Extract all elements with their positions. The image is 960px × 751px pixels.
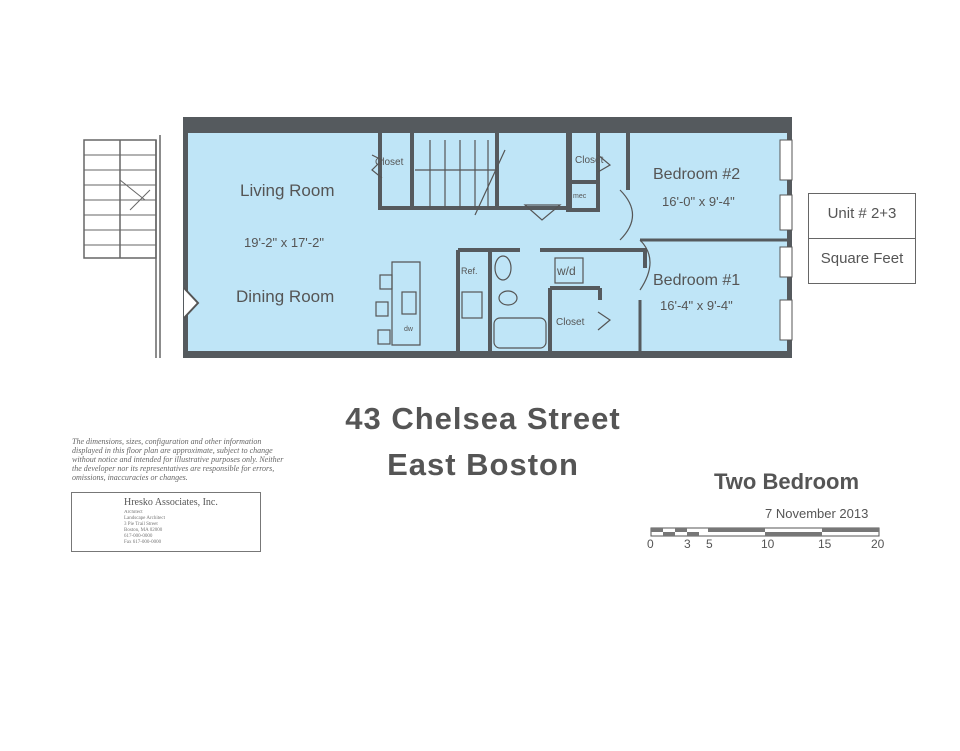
unit-info-box: Unit # 2+3 Square Feet [808,193,916,284]
disclaimer: The dimensions, sizes, configuration and… [72,437,284,482]
refrigerator-label: Ref. [461,266,478,276]
address-line-1: 43 Chelsea Street [345,401,621,436]
closet-label: Closet [375,157,404,168]
walls [183,117,792,358]
scale-tick: 15 [818,537,832,551]
dishwasher-label: dw [404,326,413,333]
scale-tick: 10 [761,537,775,551]
floor-area [184,120,790,356]
bedroom-2-label: Bedroom #2 [653,166,741,183]
address-line-2: East Boston [387,447,579,482]
bedroom-1-dimensions: 16'-4" x 9'-4" [660,298,733,313]
unit-number: Unit # 2+3 [809,194,915,239]
square-feet: Square Feet [820,250,904,267]
living-room-dimensions: 19'-2" x 17'-2" [244,235,324,250]
scale-tick: 20 [871,537,885,551]
plan-date: 7 November 2013 [765,506,869,521]
washer-dryer-label: w/d [557,264,576,278]
bedroom-1-label: Bedroom #1 [653,272,741,289]
mechanical-label: mec [573,193,587,200]
plan-type: Two Bedroom [714,469,860,494]
window [779,139,793,341]
scale-tick: 5 [706,537,713,551]
exterior-stair [83,135,161,358]
scale-tick: 0 [647,537,654,551]
dining-room-label: Dining Room [236,287,335,306]
firm-name: Hresko Associates, Inc. [124,497,218,508]
closet-label: Closet [556,317,585,328]
entry-door [183,287,200,319]
living-room-label: Living Room [240,181,335,200]
bedroom-2-dimensions: 16'-0" x 9'-4" [662,194,735,209]
scale-tick: 3 [684,537,691,551]
closet-label: Closet [575,155,604,166]
